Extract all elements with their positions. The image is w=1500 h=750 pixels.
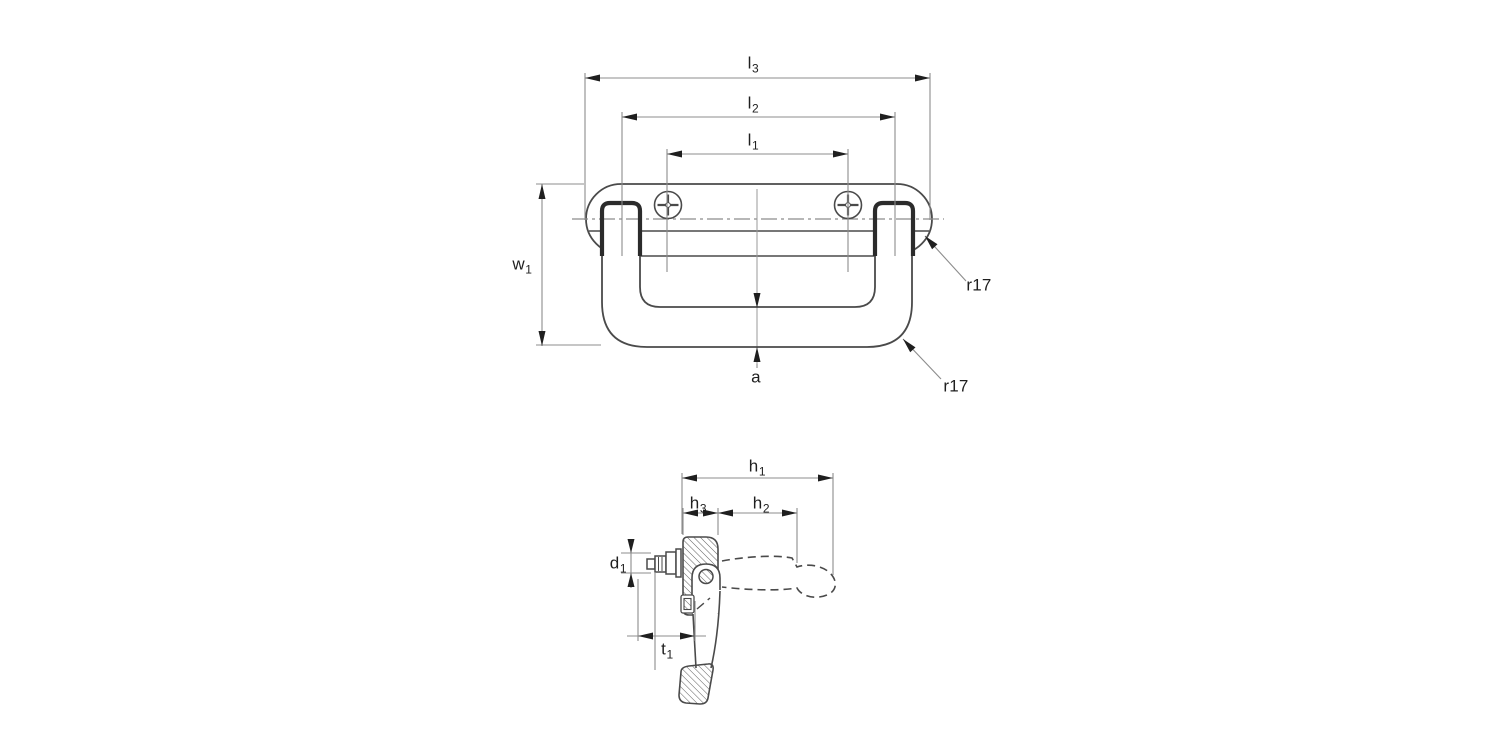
lever-eye-outline [691,563,721,613]
dimension-arrowhead [622,113,637,121]
dimension-label-h3: h3 [689,493,707,516]
screw-left [653,190,683,220]
dimension-arrowhead [925,236,938,250]
dimension-label-r17-handle: r17 [943,376,969,396]
dimension-label-w1: w1 [512,254,533,277]
nut [665,551,677,575]
handle-clip-fills [602,203,913,256]
stud-assembly [646,548,682,578]
dimension-label-t1: t1 [661,639,674,662]
dimension-label-d1: d1 [609,553,627,576]
lever-swing-dash [696,597,711,610]
dimension-arrowhead [538,184,546,199]
dimension-arrowhead [903,339,916,353]
pivot-pin [698,568,714,585]
dimension-label-r17-plate: r17 [966,275,992,295]
dimension-arrowhead [718,509,733,517]
dimension-arrows [538,74,938,640]
side-view [646,536,837,705]
dimension-label-l3: l3 [747,53,759,76]
stud-thread [654,555,667,573]
dimension-arrowhead [753,293,761,308]
dimension-arrowhead [782,509,797,517]
dimension-arrowhead [585,74,600,82]
handle-clips [599,200,916,256]
dimension-arrowhead [818,474,833,482]
dimension-arrowhead [683,509,698,517]
dimension-label-h1: h1 [748,456,766,479]
lever-grip-section [678,663,714,705]
dimension-arrowhead [538,331,546,346]
dimension-label-l2: l2 [747,93,759,116]
lever-open-position-dashed [721,555,837,598]
dimension-arrowhead [880,113,895,121]
dimension-arrowhead [680,632,695,640]
front-view [572,183,944,364]
dimension-arrowhead [753,347,761,362]
dimension-label-l1: l1 [747,130,759,153]
bail-handle-inner-cutout [639,256,876,308]
dimension-label-a: a [751,367,761,387]
dimension-arrowhead [667,150,682,158]
dimension-arrowhead [627,539,635,553]
lever-right-edge [710,590,721,669]
dimension-arrowhead [627,573,635,587]
plate-slot-detail [680,594,695,614]
dimension-arrowhead [833,150,848,158]
handle-clip-left [599,200,643,256]
dimension-lines [536,73,967,670]
dimension-arrowhead [703,509,718,517]
lever-body-fill [693,591,720,668]
dimension-arrowhead [638,632,653,640]
stud-tip [646,558,656,570]
dimension-arrowhead [682,474,697,482]
handle-clip-right [872,200,916,256]
dimension-arrowhead [915,74,930,82]
dimension-label-h2: h2 [752,493,770,516]
washer [675,548,682,578]
